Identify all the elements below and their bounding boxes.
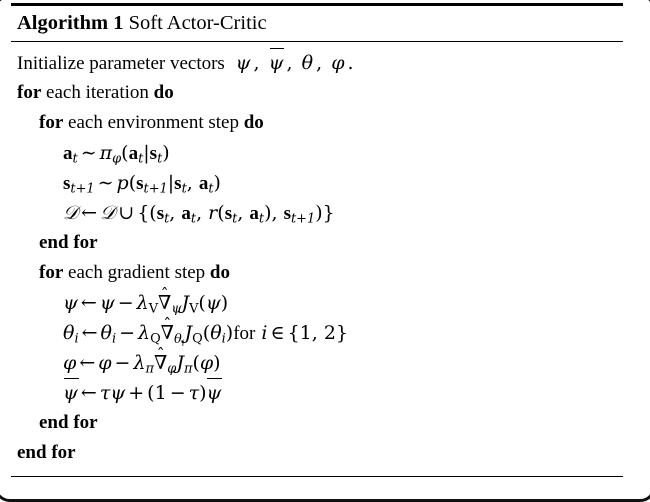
end-for-keyword: end for [17,441,76,463]
algorithm-title-keyword: Algorithm 1 [17,12,124,34]
algorithm-title: Algorithm 1 Soft Actor-Critic [11,6,623,41]
do-keyword: do [153,81,174,103]
for-env-step-text: each environment step [68,111,239,133]
equation-sample-state: st+1∼p(st+1|st, at) [63,171,221,197]
init-symbols: ψ, ψ, θ, φ. [230,48,357,74]
for-gradient-step-text: each gradient step [68,261,206,283]
line-for-environment-step: for each environment step do [11,108,623,138]
for-keyword: for [17,81,42,103]
equation-update-target: ψ←τψ+(1−τ)ψ [63,378,223,404]
line-end-for-iteration: end for [11,438,623,468]
line-buffer-update: 𝒟←𝒟∪{(st, at, r(st, at), st+1)} [11,198,623,228]
equation-sample-action: at∼πφ(at|st) [63,141,170,167]
algorithm-block: Algorithm 1 Soft Actor-Critic Initialize… [11,3,623,478]
algorithm-body: Initialize parameter vectors ψ, ψ, θ, φ.… [11,42,623,476]
do-keyword: do [243,111,264,133]
do-keyword: do [209,261,230,283]
end-for-keyword: end for [39,231,98,253]
initialize-label: Initialize parameter vectors [17,52,225,74]
theta-index-set: i∈{1, 2} [255,321,348,344]
for-iteration-text: each iteration [46,81,149,103]
algorithm-bottom-rule [11,475,623,478]
algorithm-top-rule [11,3,623,6]
line-initialize: Initialize parameter vectors ψ, ψ, θ, φ. [11,48,623,78]
end-for-keyword: end for [39,411,98,433]
algorithm-title-rule [11,40,623,42]
line-for-iteration: for each iteration do [11,78,623,108]
line-for-gradient-step: for each gradient step do [11,258,623,288]
algorithm-title-name: Soft Actor-Critic [128,12,267,34]
for-keyword: for [39,111,64,133]
line-end-for-gradient: end for [11,408,623,438]
equation-buffer-update: 𝒟←𝒟∪{(st, at, r(st, at), st+1)} [63,201,335,227]
theta-for-label: for [233,322,256,344]
line-sample-state: st+1∼p(st+1|st, at) [11,168,623,198]
for-keyword: for [39,261,64,283]
line-sample-action: at∼πφ(at|st) [11,138,623,168]
line-end-for-environment: end for [11,228,623,258]
line-update-target: ψ←τψ+(1−τ)ψ [11,378,623,408]
